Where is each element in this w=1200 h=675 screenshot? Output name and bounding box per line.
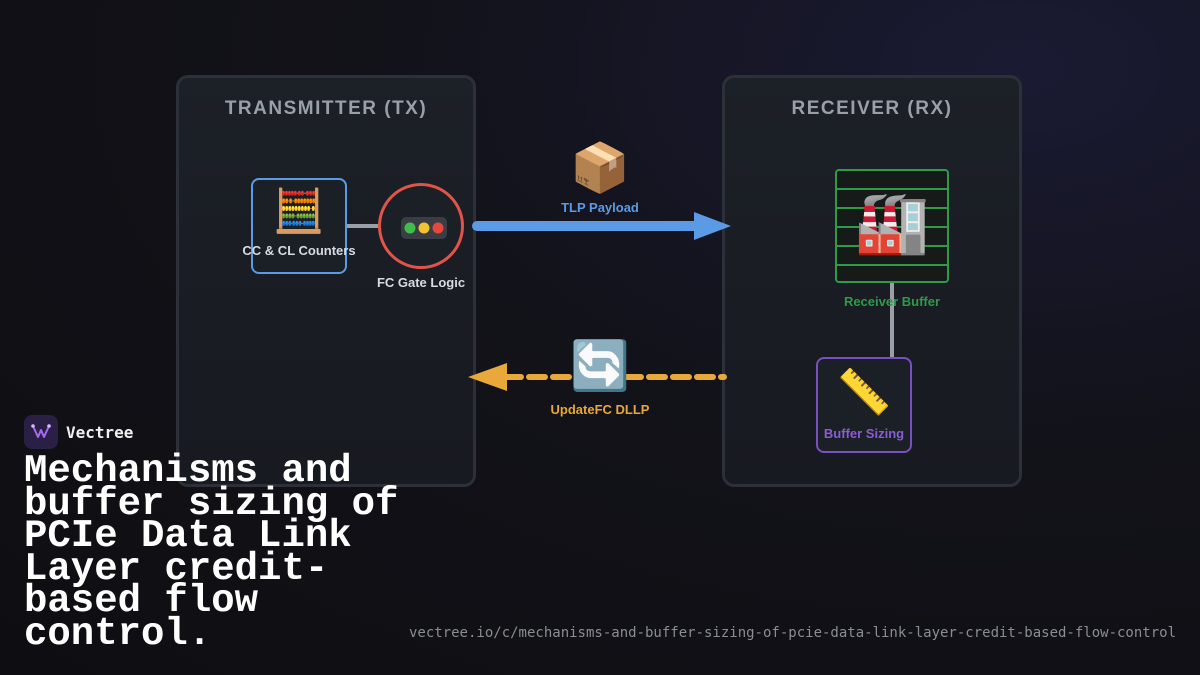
ruler-icon: 📏 (836, 368, 892, 417)
buffer-slot-line (837, 207, 947, 209)
transmitter-panel: TRANSMITTER (TX) (176, 75, 476, 487)
page-title: Mechanisms and buffer sizing of PCIe Dat… (24, 449, 399, 656)
gate-label: FC Gate Logic (376, 275, 466, 290)
factory-icon: 🏭 (854, 189, 930, 256)
package-icon: 📦 (570, 142, 630, 195)
refresh-icon: 🔄 (570, 340, 630, 393)
counters-label: CC & CL Counters (242, 243, 356, 258)
transmitter-title: TRANSMITTER (TX) (224, 98, 428, 119)
receiver-buffer-node: 🏭 (835, 169, 949, 283)
tlp-label: TLP Payload (561, 200, 639, 215)
buffer-slot-line (837, 264, 947, 266)
abacus-icon: 🧮 (272, 187, 326, 234)
page-url[interactable]: vectree.io/c/mechanisms-and-buffer-sizin… (408, 625, 1176, 641)
vectree-logo-icon (24, 415, 58, 449)
buffer-sizing-node: 📏 Buffer Sizing (816, 357, 912, 453)
buffer-label: Receiver Buffer (843, 294, 941, 309)
counters-gate-connector (347, 224, 378, 228)
traffic-light-icon (401, 217, 447, 239)
buffer-sizing-connector (890, 283, 894, 358)
buffer-slot-line (837, 245, 947, 247)
brand-name: Vectree (66, 422, 134, 442)
buffer-slot-line (837, 226, 947, 228)
fc-gate-logic-node (378, 183, 464, 269)
sizing-label: Buffer Sizing (823, 426, 905, 441)
dllp-label: UpdateFC DLLP (550, 402, 650, 417)
receiver-title: RECEIVER (RX) (791, 98, 953, 119)
buffer-slot-line (837, 188, 947, 190)
brand[interactable]: Vectree (24, 415, 133, 449)
cc-cl-counters-node: 🧮 CC & CL Counters (242, 178, 356, 274)
